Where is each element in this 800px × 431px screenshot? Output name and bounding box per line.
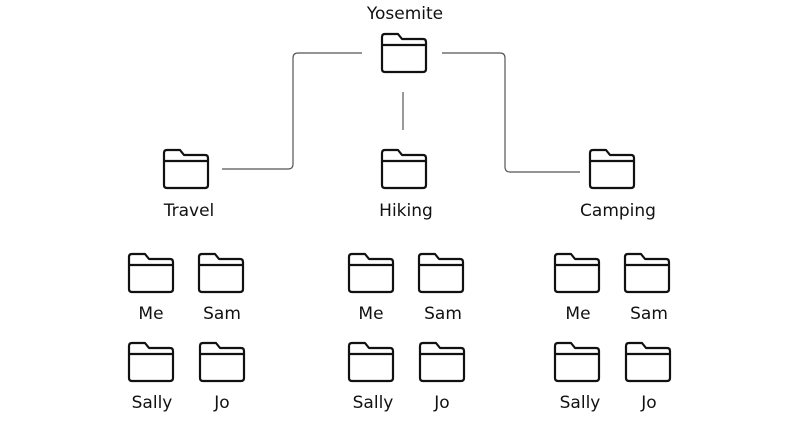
folder-icon[interactable]	[624, 341, 672, 383]
child-label: Sam	[630, 304, 668, 324]
child-label: Me	[565, 304, 591, 324]
child-label: Sam	[424, 304, 462, 324]
child-label: Me	[138, 304, 164, 324]
folder-icon[interactable]	[417, 252, 465, 294]
folder-icon[interactable]	[623, 252, 671, 294]
folder-icon[interactable]	[197, 252, 245, 294]
child-label: Sally	[352, 393, 394, 413]
folder-icon[interactable]	[198, 341, 246, 383]
folder-icon[interactable]	[127, 252, 175, 294]
child-label: Sally	[131, 393, 173, 413]
category-label-travel: Travel	[163, 201, 215, 221]
folder-icon[interactable]	[553, 341, 601, 383]
child-label: Sally	[559, 393, 601, 413]
folder-icon[interactable]	[588, 148, 636, 190]
folder-icon[interactable]	[380, 32, 428, 74]
folder-icon[interactable]	[347, 341, 395, 383]
child-label: Me	[358, 304, 384, 324]
category-label-camping: Camping	[580, 201, 656, 221]
folder-icon[interactable]	[380, 148, 428, 190]
category-label-hiking: Hiking	[379, 201, 433, 221]
child-label: Sam	[203, 304, 241, 324]
folder-icon[interactable]	[553, 252, 601, 294]
child-label: Jo	[434, 393, 450, 413]
child-label: Jo	[641, 393, 657, 413]
root-label: Yosemite	[366, 4, 444, 24]
folder-icon[interactable]	[162, 148, 210, 190]
child-label: Jo	[214, 393, 230, 413]
connector-root-camping	[442, 52, 580, 173]
folder-icon[interactable]	[418, 341, 466, 383]
folder-icon[interactable]	[127, 341, 175, 383]
connector-root-travel	[222, 52, 362, 170]
folder-icon[interactable]	[347, 252, 395, 294]
